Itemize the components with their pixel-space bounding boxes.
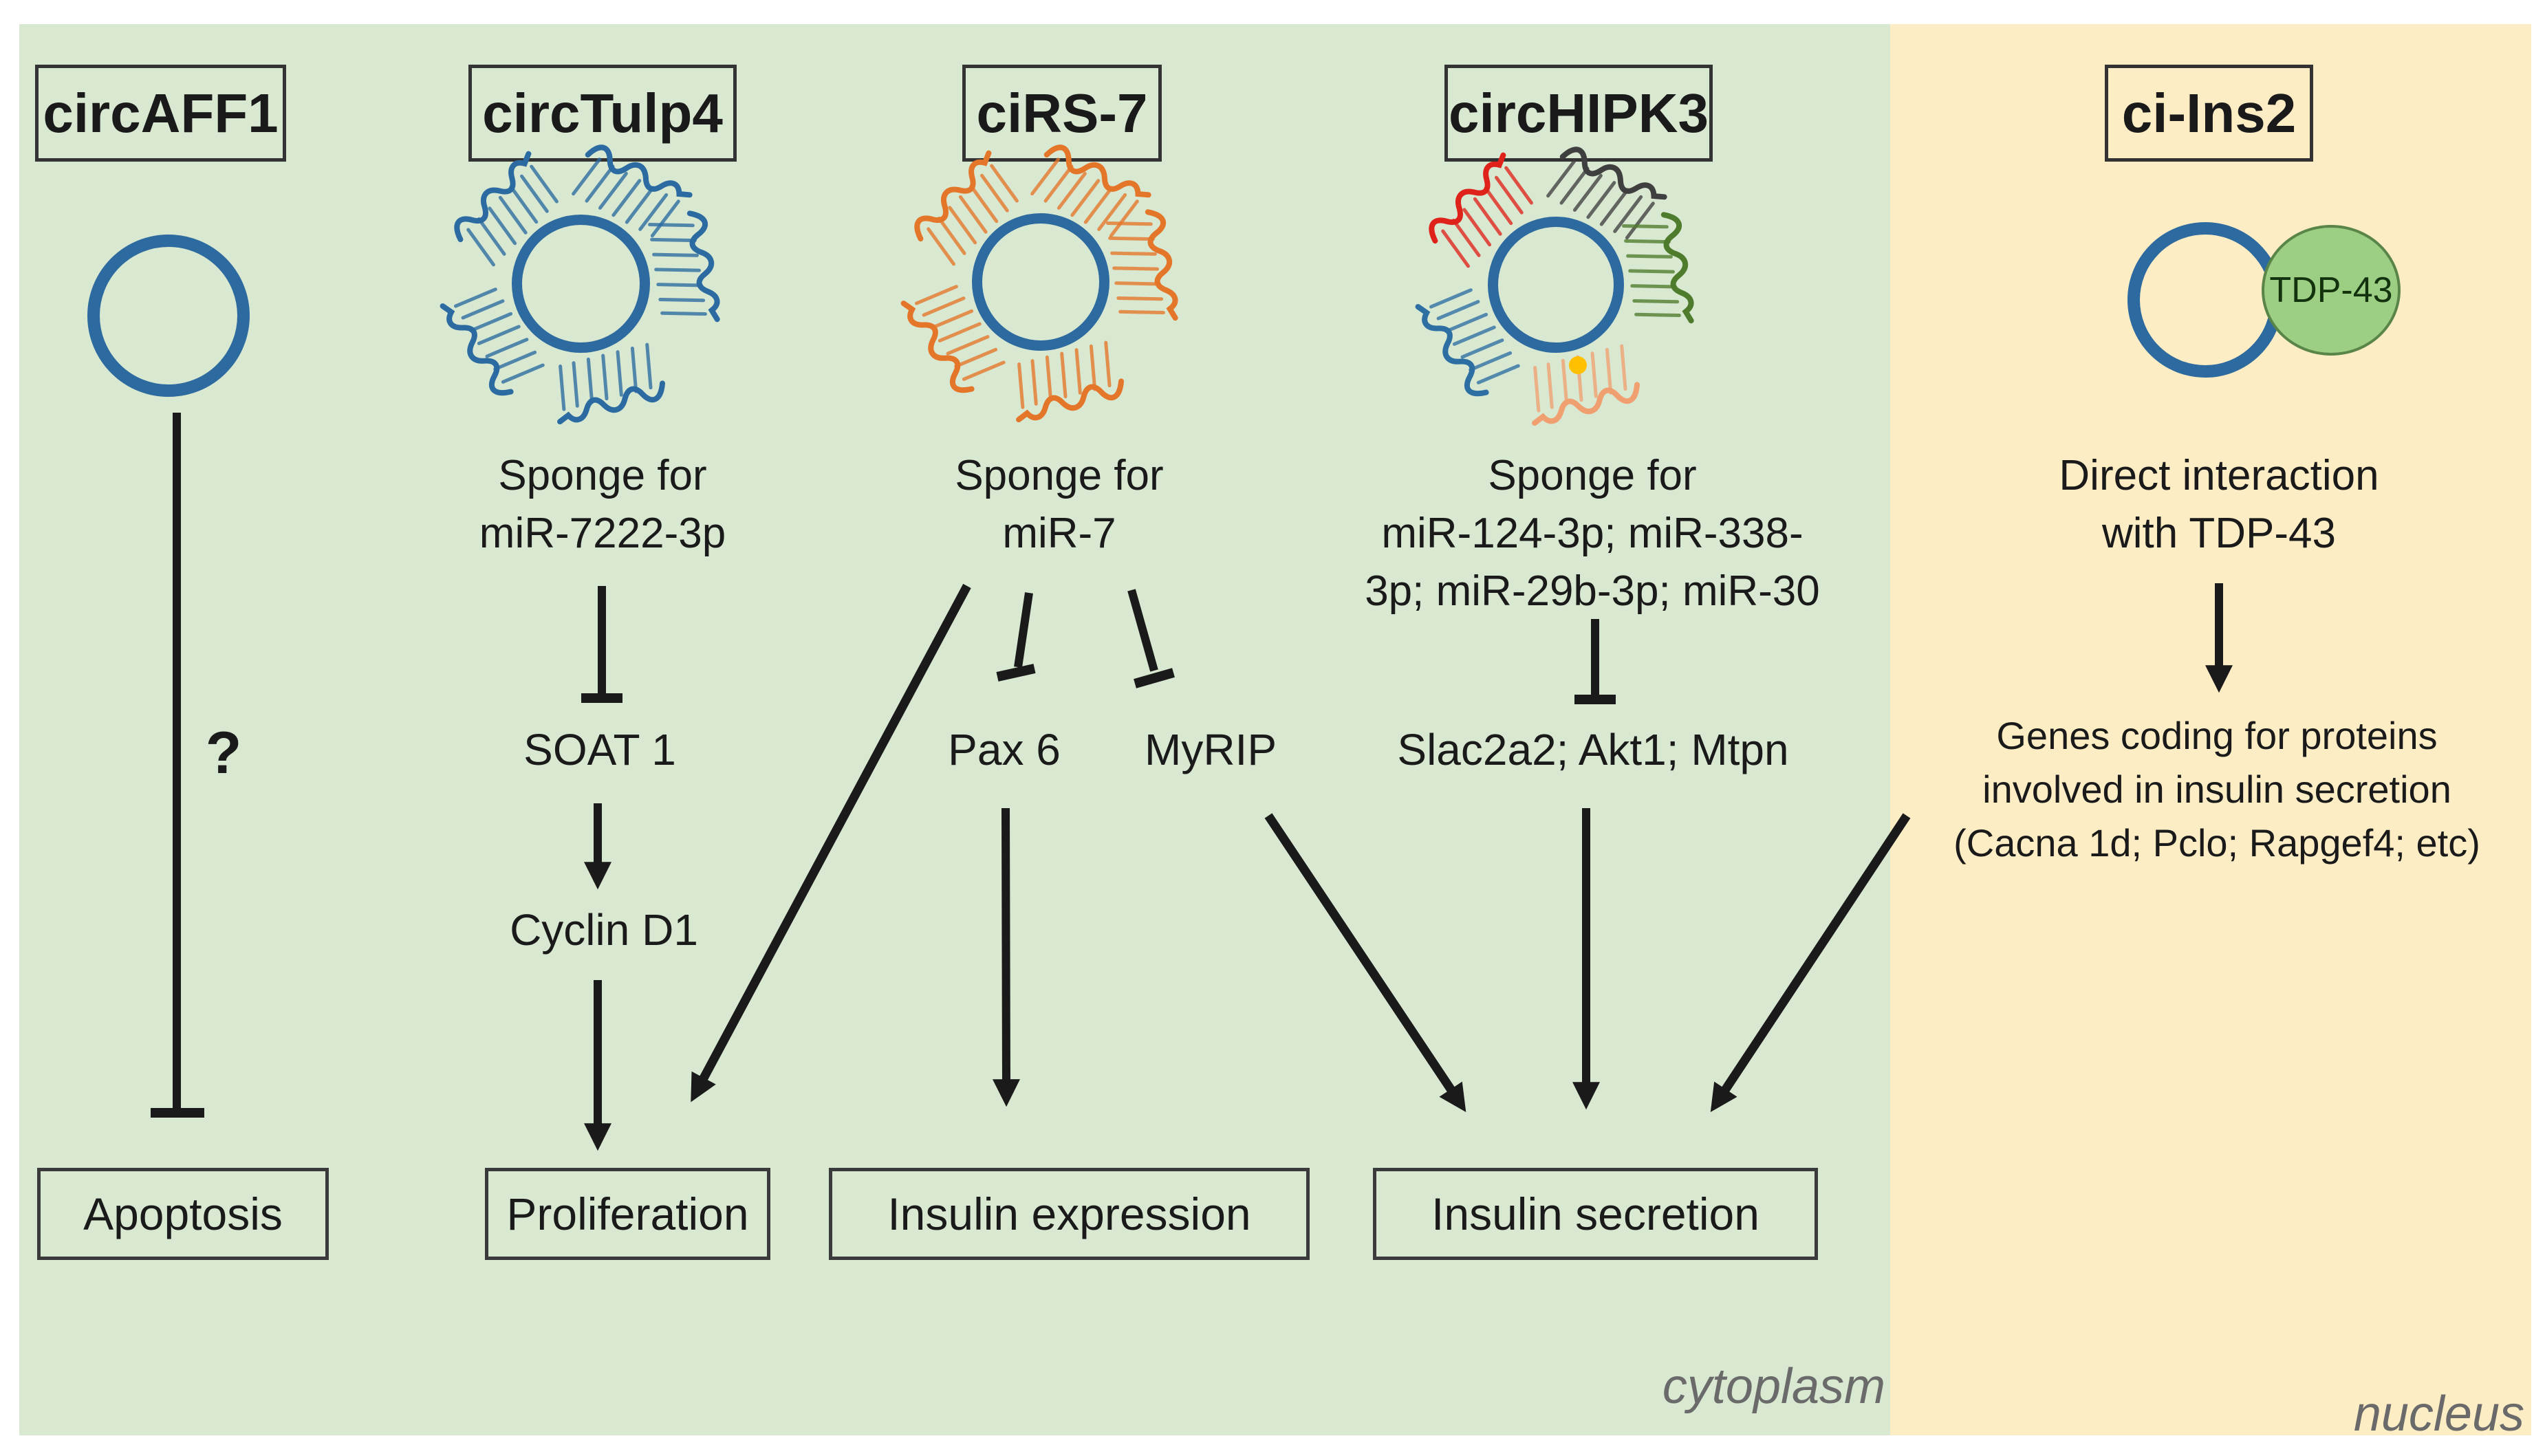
circtulp4-label: circTulp4 [482,82,723,144]
mechanism-line: Sponge for [498,452,707,499]
mirna-yellow-dot-icon [1569,356,1587,374]
cirs7-label: ciRS-7 [976,82,1148,144]
inhibit-circaff1-apoptosis [151,413,204,1118]
outcome-proliferation: Proliferation [506,1188,749,1239]
genes-line: Genes coding for proteins [1996,714,2438,757]
arrow-myrip-insulin-secretion [1264,813,1466,1112]
ci-ins2-label-box: ci-Ins2 [2105,65,2313,162]
target-myrip: MyRIP [1145,725,1277,774]
ci-ins2-label: ci-Ins2 [2121,82,2297,144]
inhibit-circhipk3-targets [1574,619,1616,704]
genes-line: (Cacna 1d; Pclo; Rapgef4; etc) [1953,821,2480,865]
arrow-genes-insulin-secretion [1710,813,1911,1113]
inhibit-mir7-pax6 [996,592,1036,682]
outcome-apoptosis: Apoptosis [83,1188,283,1239]
arrow-cirs7-proliferation [691,583,971,1102]
genes-line: involved in insulin secretion [1982,768,2451,811]
circhipk3-label-box: circHIPK3 [1444,65,1713,162]
outcome-box-insulin-expression: Insulin expression [829,1168,1310,1260]
circaff1-label: circAFF1 [43,82,279,144]
ci-ins2-mechanism: Direct interaction with TDP-43 [1978,447,2460,563]
outcome-insulin-expression: Insulin expression [887,1188,1251,1239]
cytoplasm-label: cytoplasm [1662,1359,1885,1414]
circtulp4-mechanism: Sponge for miR-7222-3p [396,447,809,563]
target-genes-insulin-secretion: Genes coding for proteins involved in in… [1907,709,2526,870]
mechanism-line: Sponge for [1488,452,1697,499]
target-pax6: Pax 6 [948,725,1061,774]
uncertainty-question-mark: ? [205,720,242,786]
mechanism-line: miR-7222-3p [479,510,726,557]
mechanism-line: 3p; miR-29b-3p; miR-30 [1365,567,1820,615]
mechanism-line: Direct interaction [2059,452,2379,499]
target-cyclind1: Cyclin D1 [510,905,698,955]
outcome-insulin-secretion: Insulin secretion [1431,1188,1759,1239]
mechanism-line: with TDP-43 [2102,510,2336,557]
inhibit-circtulp4-soat1 [581,586,622,703]
circhipk3-mechanism: Sponge for miR-124-3p; miR-338- 3p; miR-… [1338,447,1847,620]
circhipk3-label: circHIPK3 [1449,82,1709,144]
nucleus-label: nucleus [2353,1387,2524,1442]
mechanism-line: miR-7 [1002,510,1116,557]
circaff1-label-box: circAFF1 [35,65,286,162]
target-slac2a2-akt1-mtpn: Slac2a2; Akt1; Mtpn [1397,725,1789,774]
target-soat1: SOAT 1 [523,725,676,774]
outcome-box-apoptosis: Apoptosis [37,1168,329,1260]
tdp43-label: TDP-43 [2269,270,2393,310]
outcome-box-insulin-secretion: Insulin secretion [1373,1168,1818,1260]
mechanism-line: Sponge for [955,452,1164,499]
inhibit-mir7-myrip [1127,589,1175,688]
mechanism-line: miR-124-3p; miR-338- [1381,510,1804,557]
outcome-box-proliferation: Proliferation [485,1168,770,1260]
cirs7-mechanism: Sponge for miR-7 [853,447,1266,563]
tdp43-protein-icon: TDP-43 [2262,225,2401,356]
